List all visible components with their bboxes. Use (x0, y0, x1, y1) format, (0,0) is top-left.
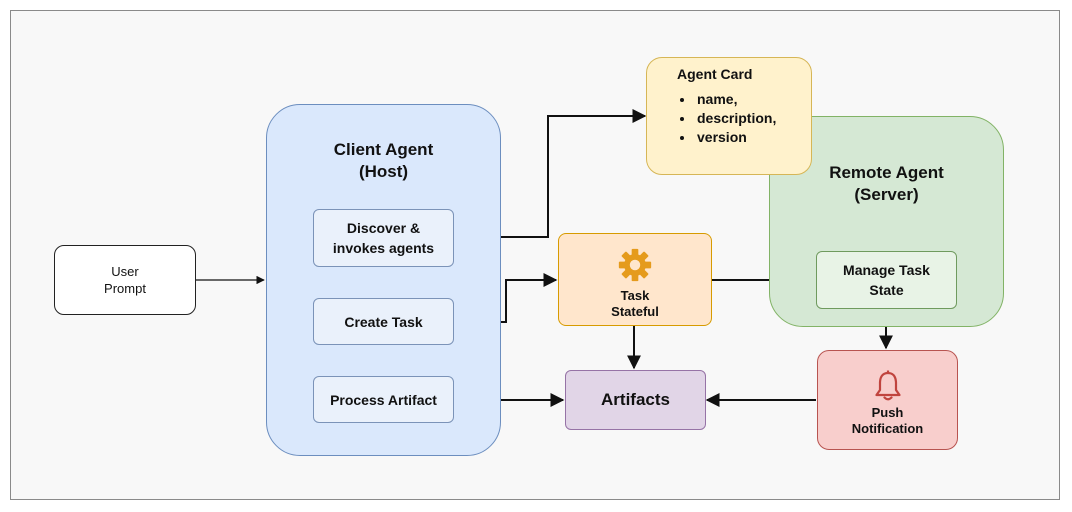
gear-icon (616, 246, 654, 284)
task-stateful-label: Task Stateful (611, 287, 659, 319)
agent-card-item: description, (695, 109, 776, 128)
manage-task-state-label: Manage Task State (843, 262, 930, 298)
manage-task-state-box: Manage Task State (816, 251, 957, 309)
artifacts-label: Artifacts (601, 390, 670, 409)
task-stateful-box: Task Stateful (558, 233, 712, 326)
arrow-discover-to-agent-card (454, 109, 647, 238)
push-notification-box: Push Notification (817, 350, 958, 450)
agent-card-item: version (695, 128, 776, 147)
discover-invoke-label: Discover & invokes agents (332, 220, 435, 256)
user-prompt-label: User Prompt (104, 264, 146, 296)
create-task-box: Create Task (313, 298, 454, 345)
agent-card-item: name, (695, 90, 776, 109)
discover-invoke-box: Discover & invokes agents (313, 209, 454, 267)
push-notification-label: Push Notification (851, 405, 924, 436)
user-prompt-box: User Prompt (54, 245, 196, 315)
bell-icon (872, 369, 904, 403)
remote-agent-title: Remote Agent (Server) (829, 163, 944, 204)
process-artifact-label: Process Artifact (330, 391, 437, 408)
agent-card-box: Agent Card name, description, version (646, 57, 812, 175)
agent-card-list: name, description, version (677, 90, 776, 147)
agent-card-title: Agent Card (677, 66, 753, 82)
create-task-label: Create Task (344, 313, 423, 330)
client-agent-title: Client Agent (Host) (333, 140, 434, 181)
artifacts-box: Artifacts (565, 370, 706, 430)
process-artifact-box: Process Artifact (313, 376, 454, 423)
